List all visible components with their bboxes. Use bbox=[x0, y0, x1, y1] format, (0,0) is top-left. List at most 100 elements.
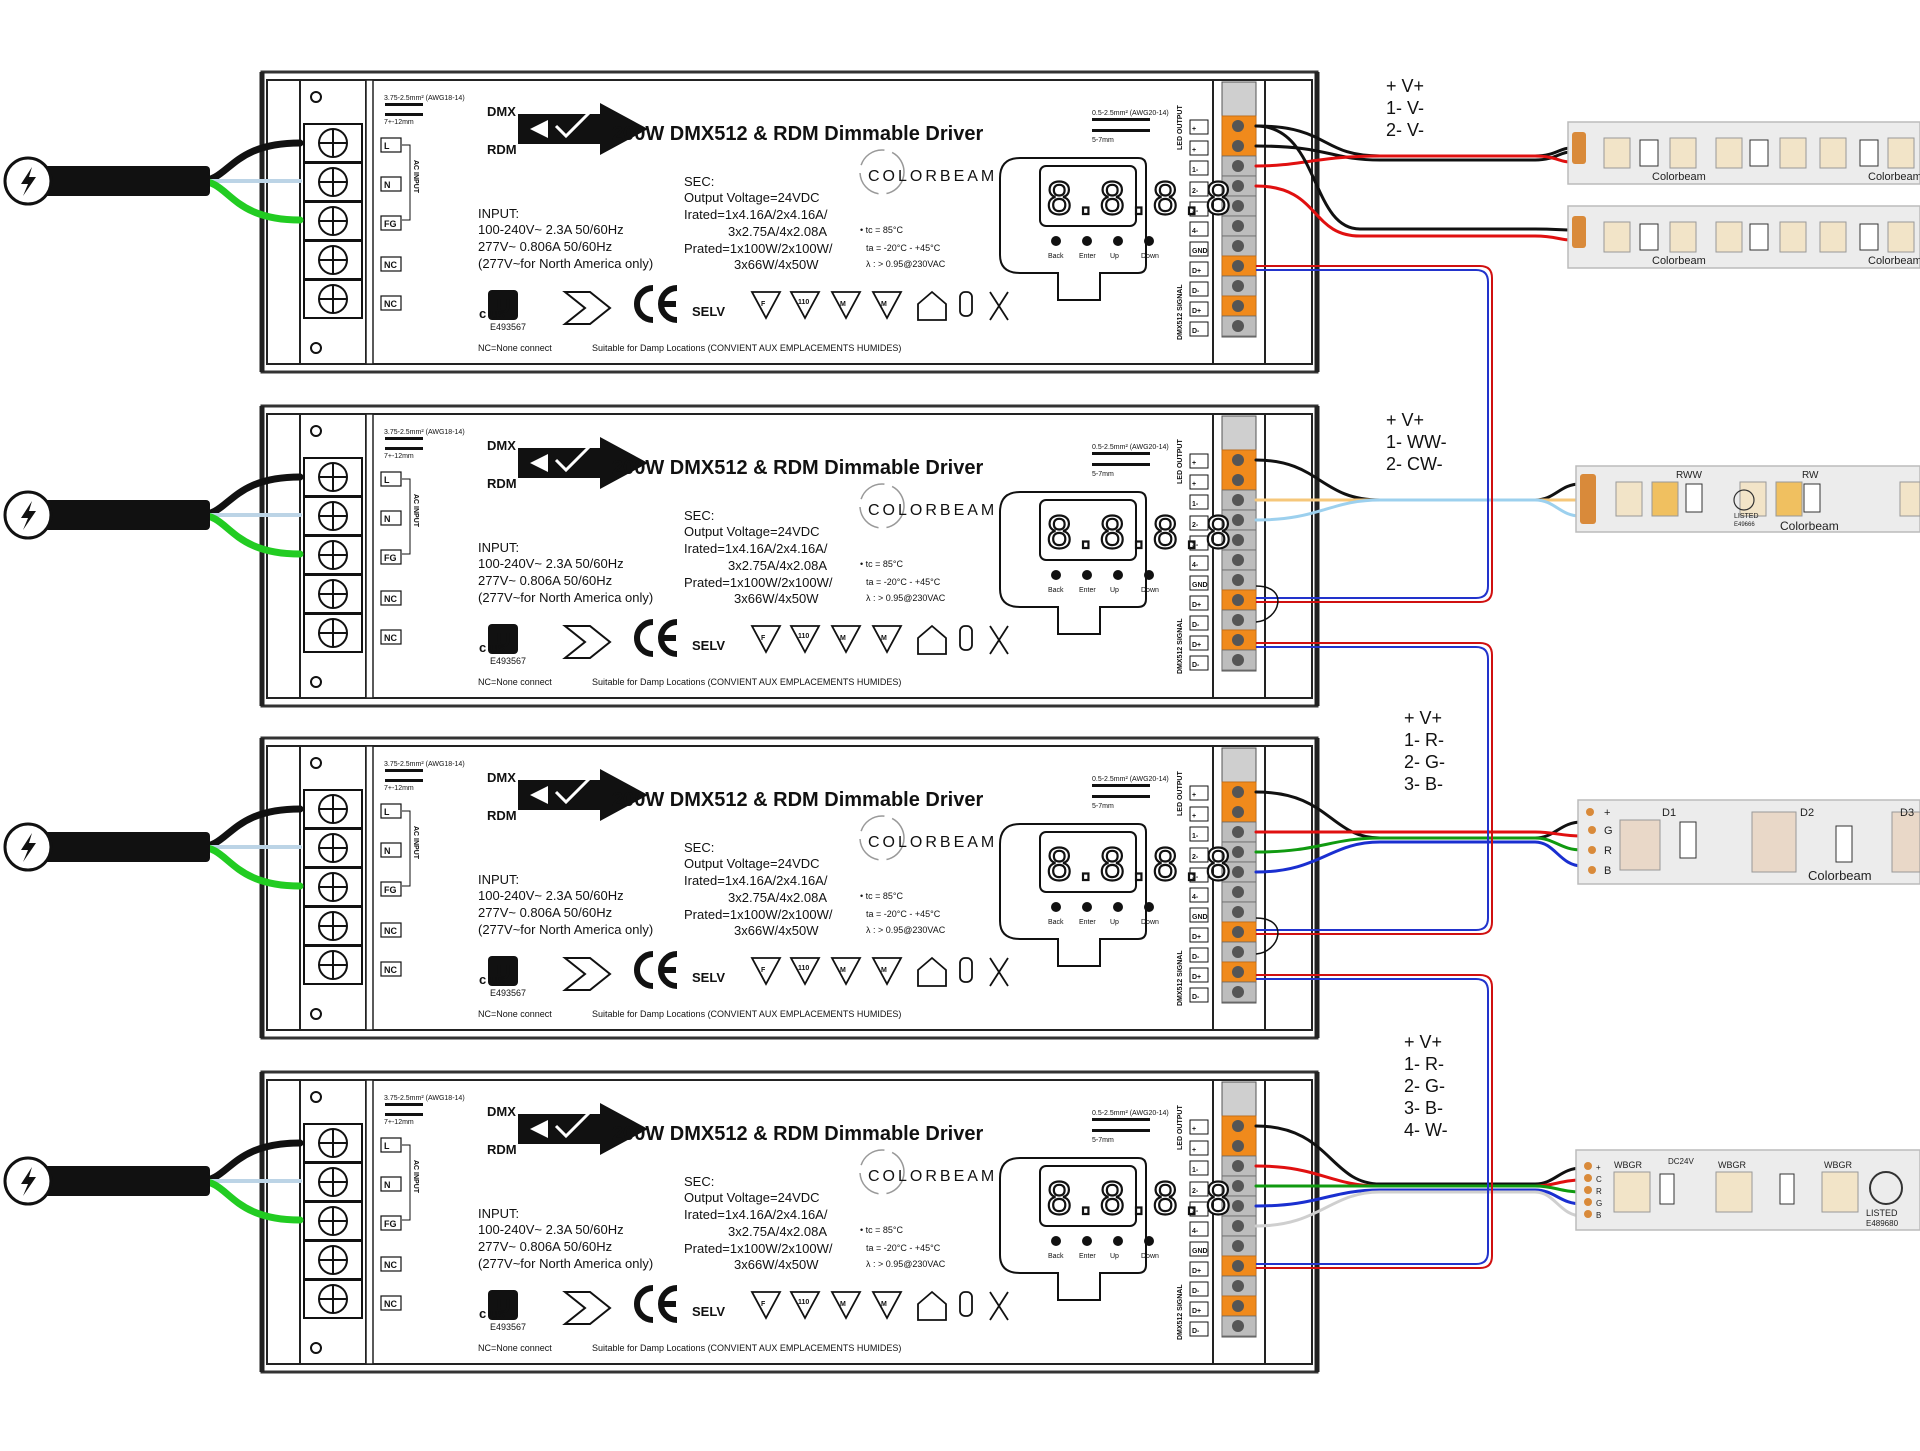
legend-line: + V+ bbox=[1404, 1032, 1442, 1052]
led-strip-single-color-2: Colorbeam Colorbeam bbox=[1567, 205, 1920, 269]
dmx-signal-label: DMX512 SIGNAL bbox=[1177, 284, 1184, 340]
temperature-spec: • tc = 85°C bbox=[860, 225, 904, 235]
rdm-logo-text: RDM bbox=[487, 1142, 517, 1157]
efficiency-spec: λ : > 0.95@230VAC bbox=[866, 925, 946, 935]
wire-spec-label: 0.5-2.5mm² (AWG20-14) bbox=[1092, 444, 1169, 451]
strip-label: D2 bbox=[1800, 807, 1814, 819]
input-terminal-label: FG bbox=[384, 885, 397, 895]
ac-input-label: AC INPUT bbox=[412, 1160, 419, 1194]
dmx-logo-text: DMX bbox=[487, 1104, 516, 1119]
wire-spec-label: 0.5-2.5mm² (AWG20-14) bbox=[1092, 776, 1169, 783]
strip-label: WBGR bbox=[1718, 1160, 1746, 1170]
ul-mark-text: c us bbox=[479, 1306, 505, 1321]
colorbeam-logo: COLORBEAM bbox=[868, 168, 997, 185]
output-terminal-label: D+ bbox=[1192, 974, 1201, 981]
secondary-spec-line: Prated=1x100W/2x100W/ bbox=[684, 1241, 833, 1256]
f-mark: F bbox=[761, 1301, 766, 1308]
efficiency-spec: λ : > 0.95@230VAC bbox=[866, 259, 946, 269]
dmx-logo-text: DMX bbox=[487, 104, 516, 119]
rdm-logo-text: RDM bbox=[487, 808, 517, 823]
strip-label: LISTED bbox=[1734, 513, 1759, 520]
legend-line: + V+ bbox=[1386, 76, 1424, 96]
driver-3-labels: 200W DMX512 & RDM Dimmable DriverDMXRDMC… bbox=[384, 761, 1233, 1019]
input-terminal-label: NC bbox=[384, 1260, 397, 1270]
legend-line: 1- R- bbox=[1404, 730, 1444, 750]
input-terminal-label: L bbox=[384, 141, 390, 151]
wire-legend-1: + V+ 1- V- 2- V- bbox=[1386, 76, 1424, 140]
output-terminal-label: D- bbox=[1192, 1328, 1200, 1335]
strip-label: RW bbox=[1802, 470, 1819, 481]
ul-file-number: E493567 bbox=[490, 988, 526, 998]
input-terminal-label: NC bbox=[384, 926, 397, 936]
output-terminal-label: GND bbox=[1192, 914, 1208, 921]
wire-spec-label: 3.75-2.5mm² (AWG18-14) bbox=[384, 95, 465, 102]
input-terminal-label: L bbox=[384, 807, 390, 817]
input-spec-line: 100-240V~ 2.3A 50/60Hz bbox=[478, 1222, 624, 1237]
input-terminal-label: L bbox=[384, 1141, 390, 1151]
input-terminal-label: NC bbox=[384, 260, 397, 270]
strip-label: WBGR bbox=[1824, 1160, 1852, 1170]
legend-line: + V+ bbox=[1404, 708, 1442, 728]
strip-brand-label: Colorbeam bbox=[1652, 171, 1706, 183]
output-terminal-label: + bbox=[1192, 1147, 1196, 1154]
secondary-spec-line: Output Voltage=24VDC bbox=[684, 190, 820, 205]
mark-110: 110 bbox=[798, 1299, 809, 1306]
output-terminal-label: 2- bbox=[1192, 522, 1199, 529]
output-terminal-label: 1- bbox=[1192, 167, 1199, 174]
footer-nc-note: NC=None connect bbox=[478, 343, 552, 353]
input-terminal-label: NC bbox=[384, 594, 397, 604]
output-terminal-label: D- bbox=[1192, 1288, 1200, 1295]
secondary-heading: SEC: bbox=[684, 508, 714, 523]
strip-pin-label: + bbox=[1596, 1163, 1601, 1172]
display-button-label: Down bbox=[1141, 253, 1159, 260]
footer-damp-note: Suitable for Damp Locations (CONVIENT AU… bbox=[592, 1009, 901, 1019]
output-terminal-label: D+ bbox=[1192, 602, 1201, 609]
led-strip-tunable-white: RWW RW LISTED E49666 Colorbeam bbox=[1575, 465, 1920, 533]
footer-damp-note: Suitable for Damp Locations (CONVIENT AU… bbox=[592, 677, 901, 687]
power-plug-icon bbox=[3, 1156, 53, 1206]
display-button-label: Down bbox=[1141, 587, 1159, 594]
wire-spec-label: 7+-12mm bbox=[384, 1119, 414, 1126]
display-button-label: Up bbox=[1110, 253, 1119, 260]
input-spec-line: 277V~ 0.806A 50/60Hz bbox=[478, 905, 612, 920]
output-terminal-label: D+ bbox=[1192, 1308, 1201, 1315]
strip-label: E489680 bbox=[1866, 1219, 1899, 1228]
dmx-logo-text: DMX bbox=[487, 770, 516, 785]
strip-pin-label: G bbox=[1604, 825, 1613, 837]
strip-pin-label: G bbox=[1596, 1199, 1602, 1208]
led-output-label: LED OUTPUT bbox=[1177, 439, 1184, 484]
input-terminal-label: FG bbox=[384, 1219, 397, 1229]
display-button-label: Enter bbox=[1079, 587, 1096, 594]
driver-2-labels: 200W DMX512 & RDM Dimmable DriverDMXRDMC… bbox=[384, 429, 1233, 687]
secondary-spec-line: 3x2.75A/4x2.08A bbox=[728, 558, 827, 573]
secondary-spec-line: 3x66W/4x50W bbox=[734, 923, 819, 938]
seven-segment-display: 8.8.8.8 bbox=[1046, 508, 1231, 559]
output-terminal-label: 2- bbox=[1192, 854, 1199, 861]
wire-spec-label: 7+-12mm bbox=[384, 119, 414, 126]
display-button-label: Enter bbox=[1079, 919, 1096, 926]
input-spec-line: (277V~for North America only) bbox=[478, 922, 653, 937]
output-terminal-label: + bbox=[1192, 1126, 1196, 1133]
led-strip-rgb: + G R B D1 D2 D3 Colorbeam bbox=[1577, 799, 1920, 885]
output-terminal-label: 2- bbox=[1192, 188, 1199, 195]
output-terminal-label: 4- bbox=[1192, 228, 1199, 235]
display-button-label: Down bbox=[1141, 919, 1159, 926]
legend-line: 2- CW- bbox=[1386, 454, 1443, 474]
seven-segment-display: 8.8.8.8 bbox=[1046, 174, 1231, 225]
output-wires bbox=[1254, 124, 1584, 1228]
power-plug-icon bbox=[3, 156, 53, 206]
input-terminal-label: NC bbox=[384, 1299, 397, 1309]
ul-file-number: E493567 bbox=[490, 656, 526, 666]
m-mark: M bbox=[840, 635, 846, 642]
seven-segment-display: 8.8.8.8 bbox=[1046, 840, 1231, 891]
strip-brand-label: Colorbeam bbox=[1652, 255, 1706, 267]
footer-damp-note: Suitable for Damp Locations (CONVIENT AU… bbox=[592, 343, 901, 353]
f-mark: F bbox=[761, 967, 766, 974]
output-terminal-label: D+ bbox=[1192, 642, 1201, 649]
input-spec-line: 100-240V~ 2.3A 50/60Hz bbox=[478, 556, 624, 571]
legend-line: + V+ bbox=[1386, 410, 1424, 430]
m-mark: M bbox=[840, 967, 846, 974]
strip-label: E49666 bbox=[1734, 522, 1755, 528]
driver-1-labels: 200W DMX512 & RDM Dimmable DriverDMXRDMC… bbox=[384, 95, 1233, 353]
secondary-spec-line: Prated=1x100W/2x100W/ bbox=[684, 241, 833, 256]
